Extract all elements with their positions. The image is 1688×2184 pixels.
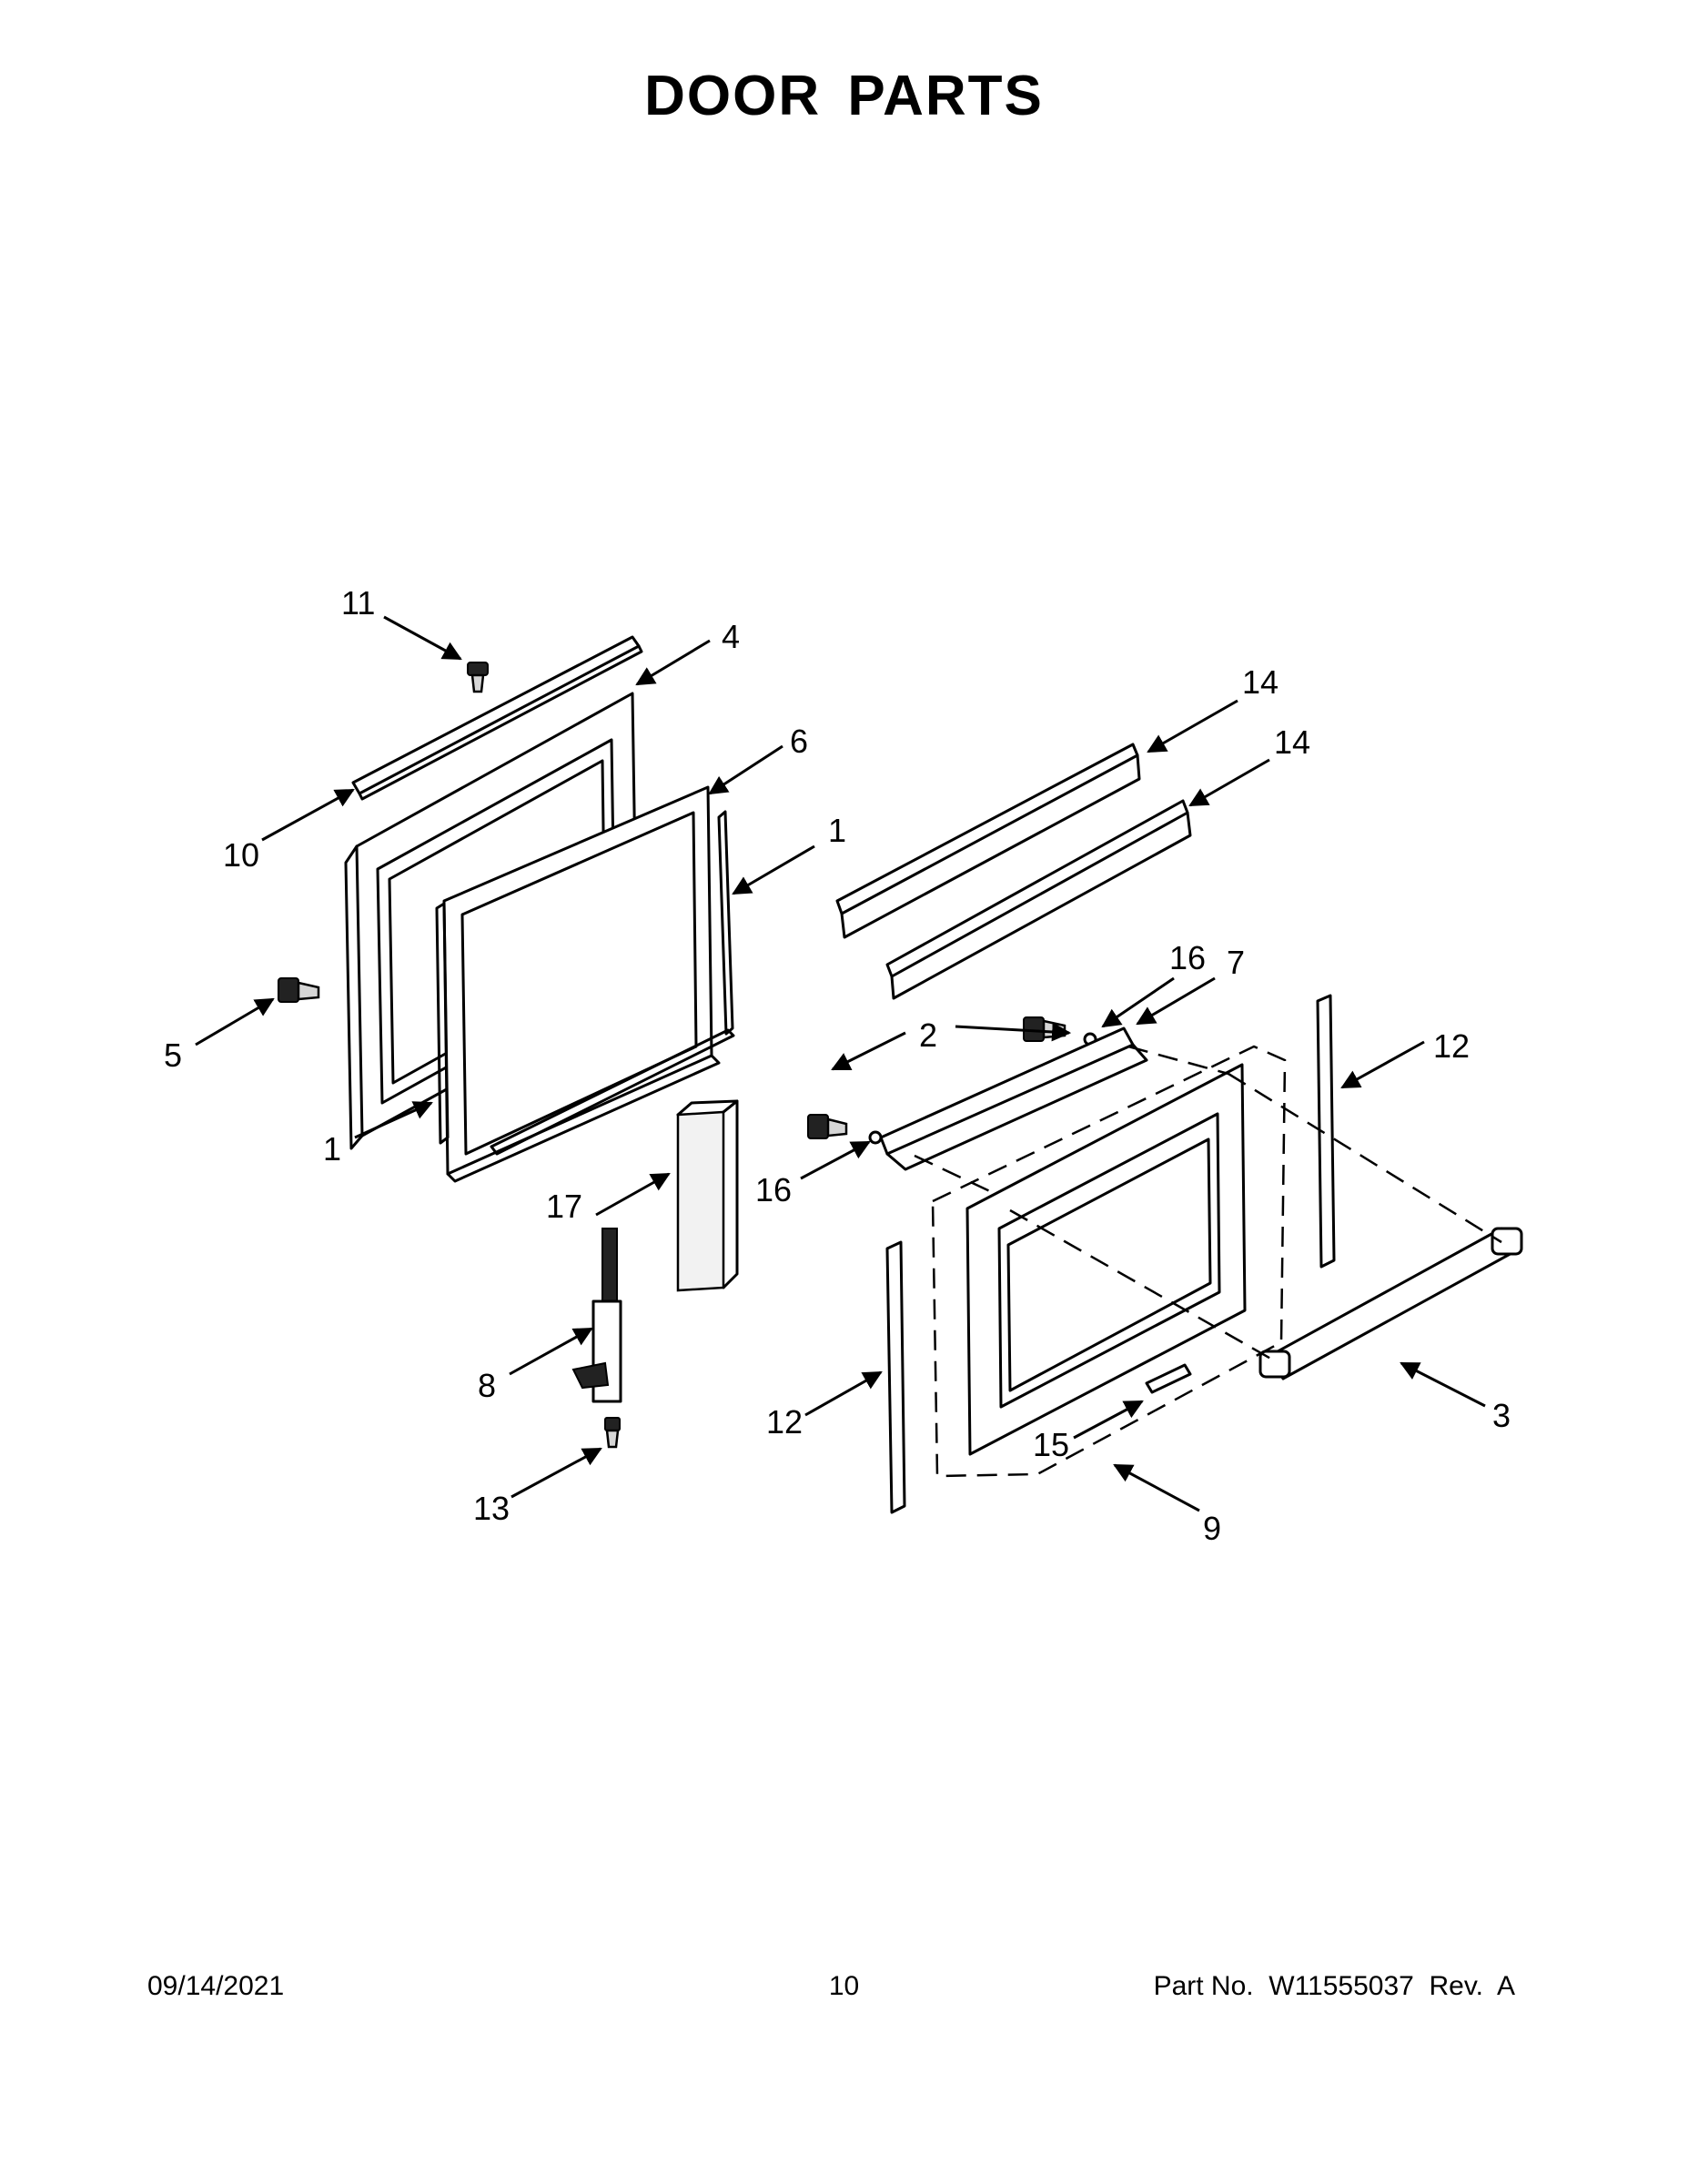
part-9-assembly-outline [931, 1045, 1287, 1478]
callout-14-upper: 14 [1242, 663, 1279, 701]
alignment-line-3 [1228, 1072, 1502, 1244]
callout-11: 11 [341, 584, 375, 622]
part-2-screw-upper [1023, 1016, 1066, 1042]
callout-8: 8 [478, 1367, 496, 1404]
footer-page-number: 10 [828, 1971, 860, 2001]
alignment-line-1 [914, 1154, 993, 1194]
part-11-screw [467, 662, 489, 693]
part-7-bracket [879, 1026, 1148, 1171]
part-5-screw [278, 977, 320, 1003]
callout-12-left: 12 [766, 1403, 803, 1441]
callout-3: 3 [1492, 1397, 1511, 1434]
alignment-line-2 [1127, 1045, 1229, 1076]
page-title: DOOR PARTS [644, 65, 1044, 127]
footer-date: 09/14/2021 [147, 1971, 285, 2001]
part-14-channel-lower [885, 799, 1192, 1000]
callout-5: 5 [164, 1036, 182, 1074]
callout-10: 10 [223, 836, 259, 874]
callout-2: 2 [919, 1016, 937, 1054]
part-10-top-trim [351, 635, 643, 801]
callout-7: 7 [1227, 944, 1245, 981]
part-16-washer-lower [868, 1130, 883, 1145]
part-12-side-trim-right [1316, 994, 1336, 1269]
callout-16-upper: 16 [1169, 939, 1206, 976]
footer-part-info: Part No. W11555037 Rev. A [1153, 1971, 1515, 2001]
callout-16-lower: 16 [755, 1171, 792, 1208]
outer-door-panel [965, 1063, 1247, 1456]
callout-12-right: 12 [1433, 1027, 1470, 1065]
callout-15: 15 [1033, 1426, 1069, 1463]
callout-6: 6 [790, 723, 808, 760]
callout-4: 4 [722, 618, 740, 655]
part-13-screw [604, 1417, 621, 1449]
part-1-glass-seal-left [435, 902, 735, 1156]
leader-arrows [195, 615, 1486, 1512]
part-2-screw-lower [807, 1114, 848, 1139]
alignment-line-4 [1009, 1208, 1275, 1362]
callout-14-lower: 14 [1274, 723, 1310, 761]
part-3-handle [1258, 1227, 1523, 1380]
part-17-insulation [676, 1099, 739, 1292]
callout-9: 9 [1203, 1510, 1221, 1547]
callout-17: 17 [546, 1188, 582, 1225]
part-12-side-trim-left [885, 1240, 906, 1514]
part-15-badge [1145, 1363, 1192, 1394]
part-1-glass-seal-right [717, 810, 734, 1036]
callout-13: 13 [473, 1490, 510, 1527]
callout-1-right: 1 [828, 812, 846, 849]
part-14-channel-upper [835, 743, 1141, 939]
callout-1-left: 1 [323, 1130, 341, 1168]
part-8-hinge [571, 1228, 622, 1403]
